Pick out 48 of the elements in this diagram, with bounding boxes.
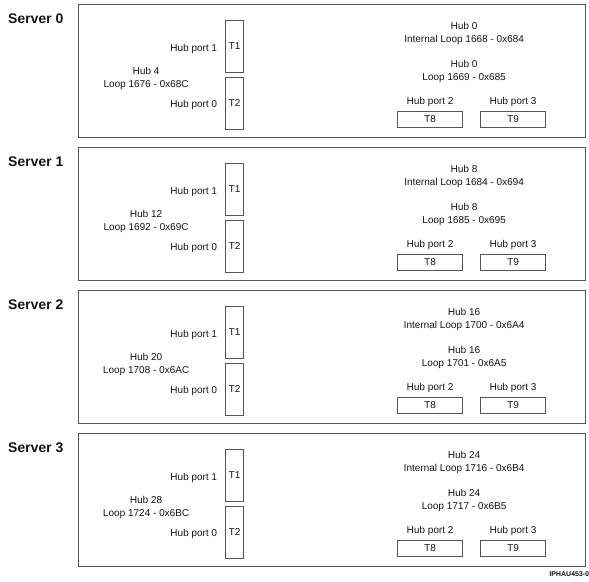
loop-label: Hub 16 Internal Loop 1700 - 0x6A4 [404,306,524,332]
port-box: T9 [480,540,546,557]
port-label: Hub port 2 [406,96,454,108]
port-box: T9 [480,111,546,128]
port-label: Hub port 0 [170,385,217,397]
port-box: T2 [225,363,244,416]
loop-label: Hub 0 Internal Loop 1668 - 0x684 [404,20,524,46]
loop-label: Hub 16 Loop 1701 - 0x6A5 [422,344,506,370]
port-label: Hub port 1 [170,43,217,55]
port-label: Hub port 0 [170,242,217,254]
port-label: Hub port 2 [406,525,454,537]
port-label: Hub port 3 [490,96,536,108]
port-box: T9 [480,397,546,414]
port-label: Hub port 0 [170,528,217,540]
port-label: Hub port 0 [170,99,217,111]
server-heading: Server 3 [8,439,64,455]
loop-label: Hub 0 Loop 1669 - 0x685 [422,58,506,84]
port-label: Hub port 3 [490,525,536,537]
port-box: T8 [397,254,463,271]
port-box: T1 [225,449,244,502]
loop-label: Hub 20 Loop 1708 - 0x6AC [102,351,190,377]
server-heading: Server 1 [8,153,64,169]
loop-label: Hub 8 Internal Loop 1684 - 0x694 [404,163,524,189]
port-box: T8 [397,111,463,128]
loop-label: Hub 24 Loop 1717 - 0x6B5 [422,487,506,513]
port-label: Hub port 1 [170,329,217,341]
port-box: T1 [225,163,244,216]
port-label: Hub port 3 [490,239,536,251]
loop-label: Hub 8 Loop 1685 - 0x695 [422,201,506,227]
loop-label: Hub 12 Loop 1692 - 0x69C [103,208,189,234]
port-box: T1 [225,20,244,73]
port-label: Hub port 2 [406,382,454,394]
server-heading: Server 2 [8,296,64,312]
loop-label: Hub 4 Loop 1676 - 0x68C [103,65,189,91]
port-box: T8 [397,397,463,414]
port-label: Hub port 1 [170,186,217,198]
port-box: T1 [225,306,244,359]
port-label: Hub port 1 [170,472,217,484]
server-heading: Server 0 [8,10,64,26]
port-box: T8 [397,540,463,557]
port-box: T9 [480,254,546,271]
port-label: Hub port 2 [406,239,454,251]
port-box: T2 [225,77,244,130]
loop-label: Hub 24 Internal Loop 1716 - 0x6B4 [404,449,524,475]
loop-label: Hub 28 Loop 1724 - 0x6BC [102,494,190,520]
port-label: Hub port 3 [490,382,536,394]
port-box: T2 [225,220,244,273]
port-box: T2 [225,506,244,559]
